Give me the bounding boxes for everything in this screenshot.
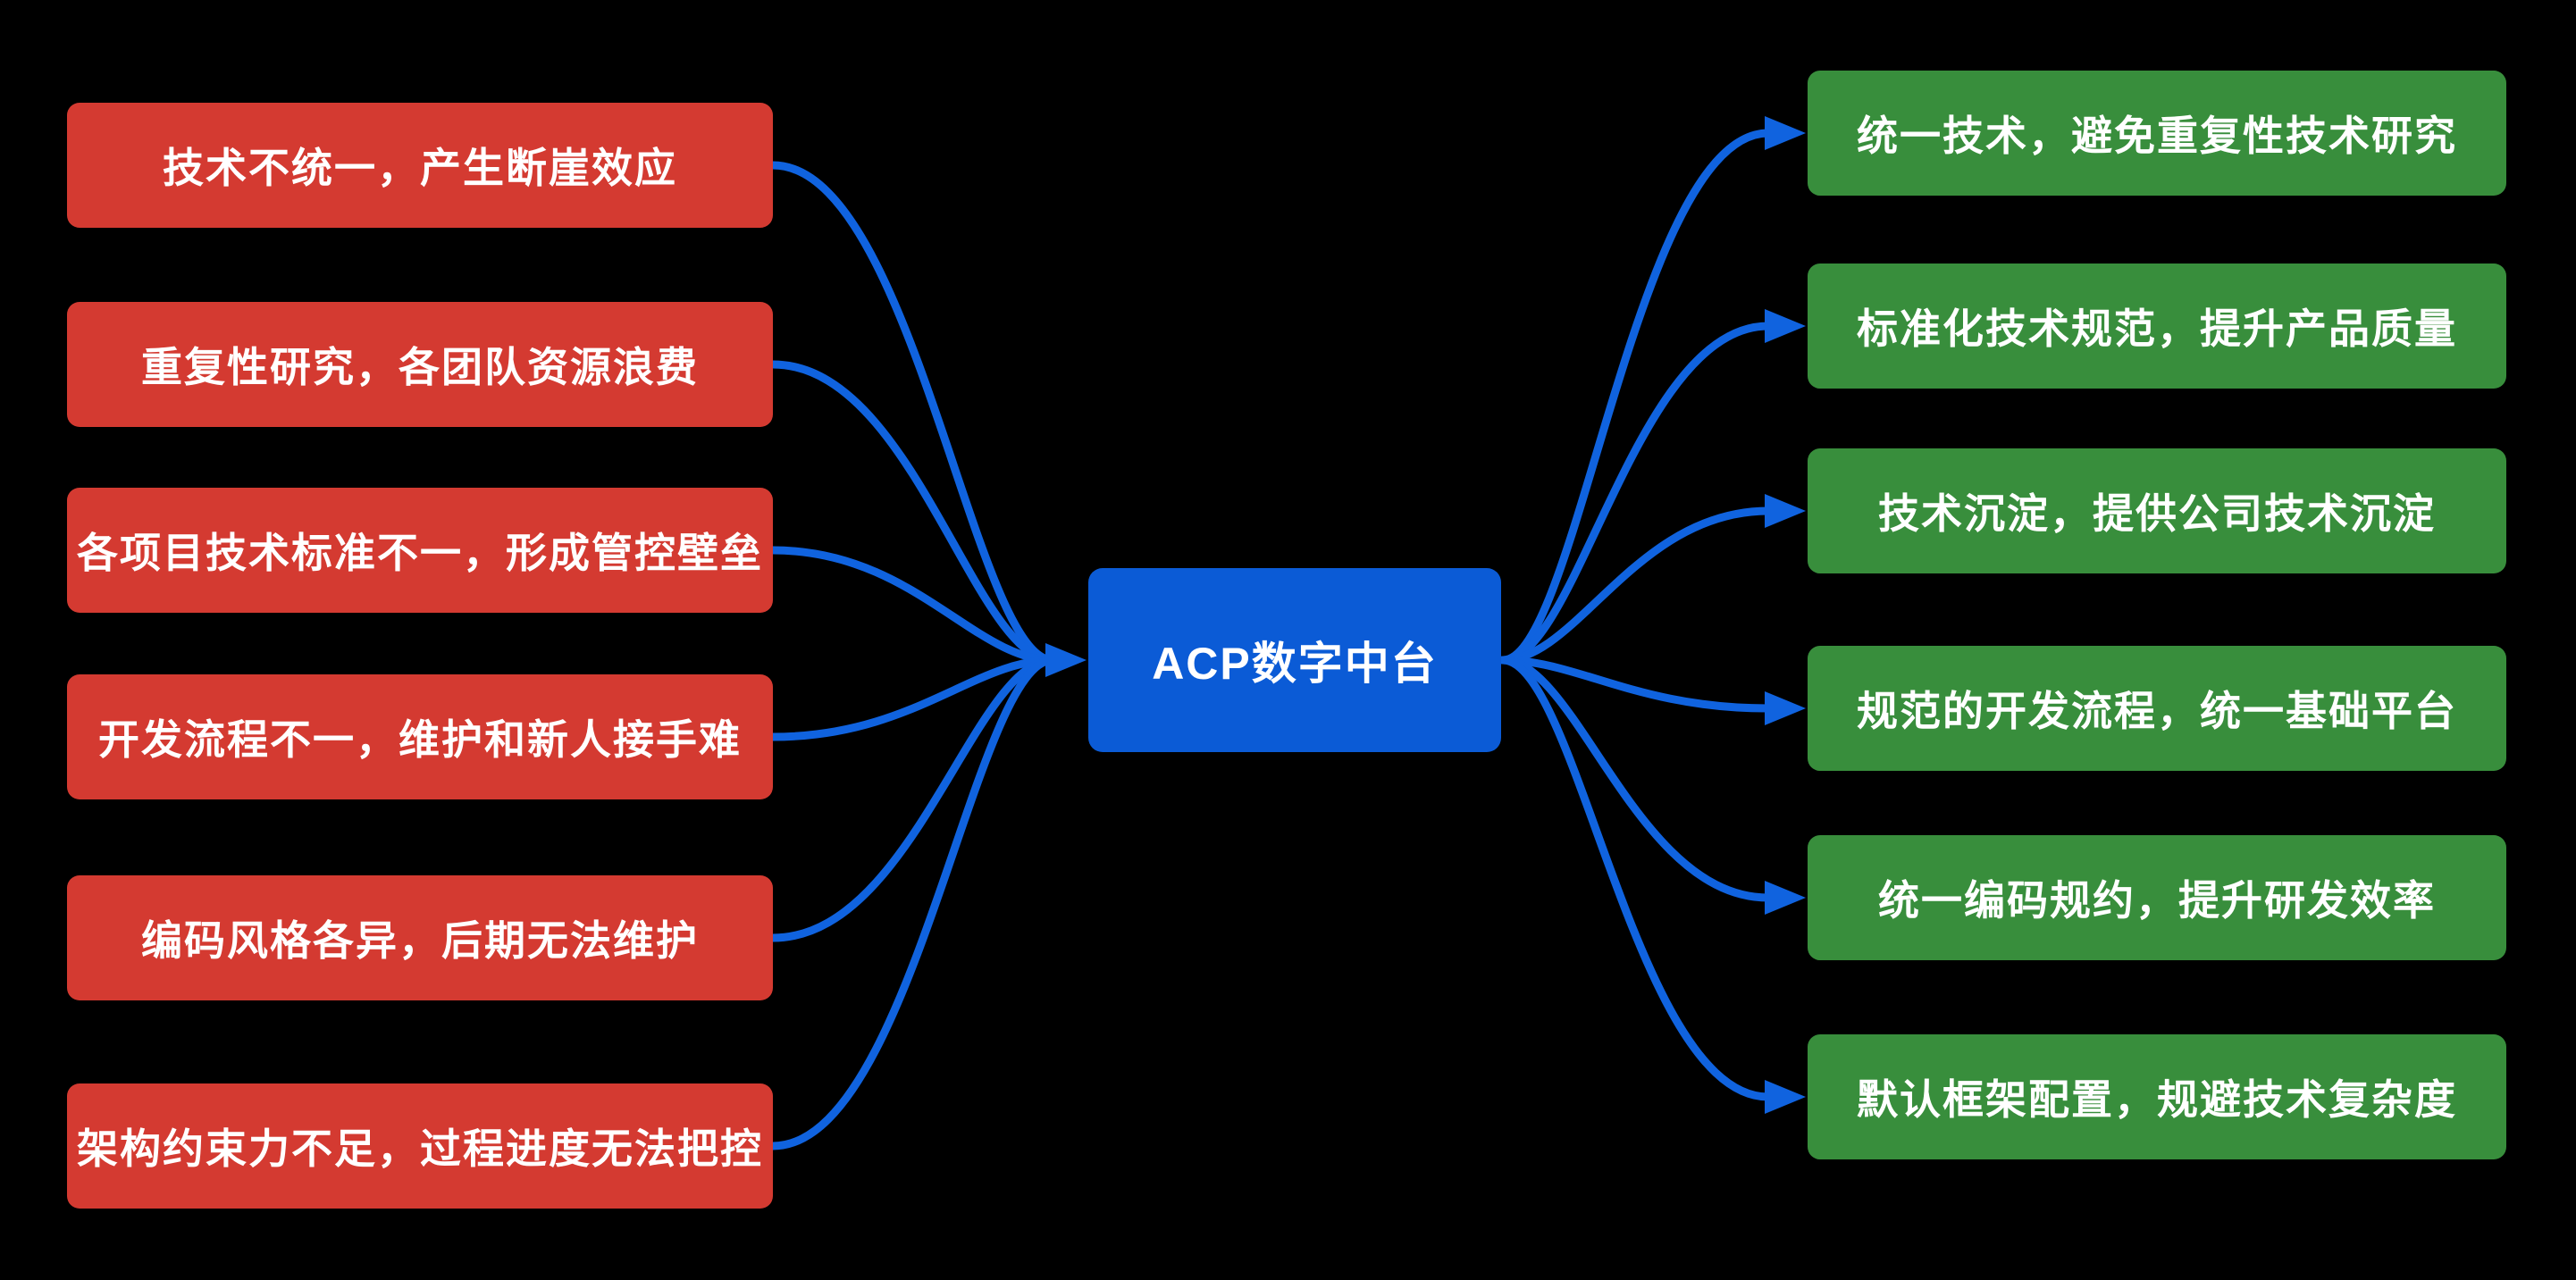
connector-curve bbox=[768, 656, 1057, 942]
center-node[interactable]: ACP数字中台 bbox=[1088, 568, 1501, 752]
benefit-node-4[interactable]: 规范的开发流程，统一基础平台 bbox=[1808, 646, 2506, 771]
problem-node-1[interactable]: 技术不统一，产生断崖效应 bbox=[67, 103, 773, 228]
benefit-node-1[interactable]: 统一技术，避免重复性技术研究 bbox=[1808, 71, 2506, 196]
arrowhead bbox=[1765, 691, 1806, 725]
connector-curve bbox=[1498, 129, 1773, 665]
benefit-node-1-label: 统一技术，避免重复性技术研究 bbox=[1857, 113, 2457, 159]
arrowhead bbox=[1765, 881, 1806, 915]
problem-node-4[interactable]: 开发流程不一，维护和新人接手难 bbox=[67, 674, 773, 799]
problem-node-5[interactable]: 编码风格各异，后期无法维护 bbox=[67, 875, 773, 1000]
connector-curve bbox=[768, 360, 1057, 665]
connector-curve bbox=[1498, 656, 1773, 713]
connector-curve bbox=[1498, 322, 1773, 665]
benefit-node-5-label: 统一编码规约，提升研发效率 bbox=[1878, 877, 2436, 924]
connector-curve bbox=[1498, 656, 1773, 902]
problem-node-6[interactable]: 架构约束力不足，过程进度无法把控 bbox=[67, 1083, 773, 1209]
benefit-node-2-label: 标准化技术规范，提升产品质量 bbox=[1857, 305, 2457, 352]
benefit-node-3-label: 技术沉淀，提供公司技术沉淀 bbox=[1878, 490, 2436, 537]
benefit-node-2[interactable]: 标准化技术规范，提升产品质量 bbox=[1808, 264, 2506, 389]
connector-curve bbox=[768, 656, 1057, 1150]
arrowhead bbox=[1045, 643, 1087, 677]
connector-curve bbox=[768, 161, 1057, 665]
problem-node-1-label: 技术不统一，产生断崖效应 bbox=[163, 145, 677, 191]
problem-node-2[interactable]: 重复性研究，各团队资源浪费 bbox=[67, 302, 773, 427]
connector-curve bbox=[768, 656, 1057, 741]
connector-curve bbox=[1498, 506, 1773, 665]
benefit-node-6[interactable]: 默认框架配置，规避技术复杂度 bbox=[1808, 1034, 2506, 1159]
problem-node-4-label: 开发流程不一，维护和新人接手难 bbox=[98, 716, 742, 763]
connector-curve bbox=[768, 546, 1057, 665]
benefit-node-3[interactable]: 技术沉淀，提供公司技术沉淀 bbox=[1808, 448, 2506, 573]
benefit-node-4-label: 规范的开发流程，统一基础平台 bbox=[1857, 688, 2457, 734]
benefit-node-5[interactable]: 统一编码规约，提升研发效率 bbox=[1808, 835, 2506, 960]
center-node-label: ACP数字中台 bbox=[1152, 639, 1438, 689]
problem-node-5-label: 编码风格各异，后期无法维护 bbox=[141, 917, 699, 964]
arrowhead bbox=[1765, 309, 1806, 343]
connector-curve bbox=[1498, 656, 1773, 1101]
arrowhead bbox=[1765, 116, 1806, 150]
arrowhead bbox=[1765, 1080, 1806, 1114]
problem-node-6-label: 架构约束力不足，过程进度无法把控 bbox=[77, 1125, 763, 1172]
problem-node-2-label: 重复性研究，各团队资源浪费 bbox=[141, 344, 699, 390]
arrowhead bbox=[1765, 494, 1806, 528]
problem-node-3[interactable]: 各项目技术标准不一，形成管控壁垒 bbox=[67, 488, 773, 613]
benefit-node-6-label: 默认框架配置，规避技术复杂度 bbox=[1857, 1076, 2457, 1123]
problem-node-3-label: 各项目技术标准不一，形成管控壁垒 bbox=[77, 530, 763, 576]
